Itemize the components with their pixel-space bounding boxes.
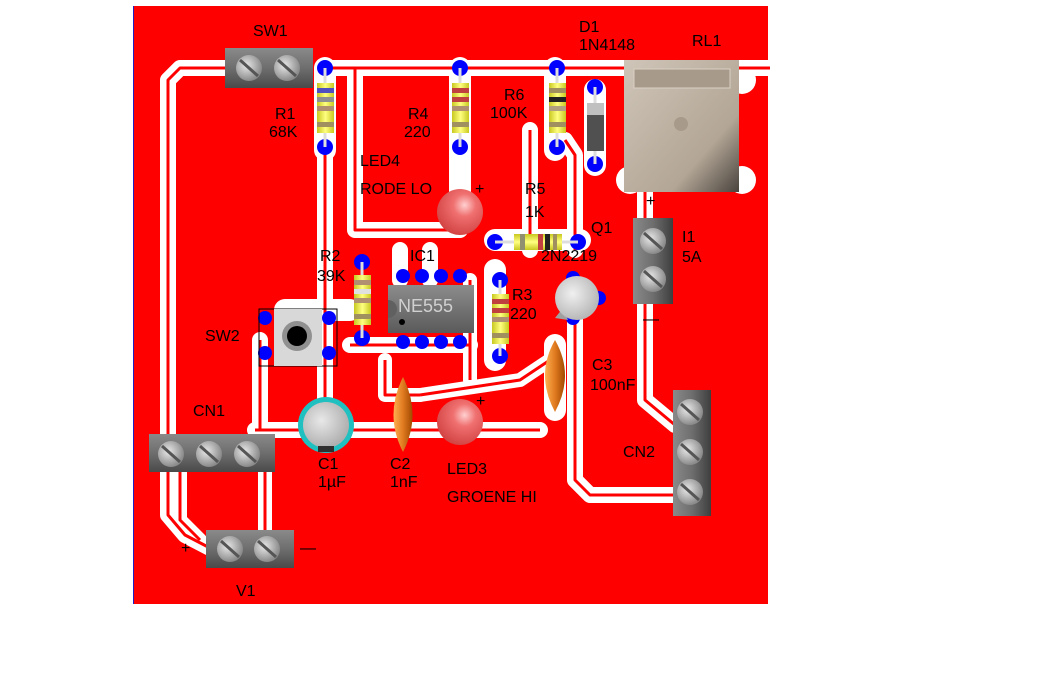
led4-value: RODE LO	[360, 181, 433, 198]
r1-label: R1	[275, 106, 296, 123]
r6-label: R6	[504, 87, 525, 104]
led4-red-led[interactable]	[437, 189, 483, 235]
v1-label: V1	[236, 583, 256, 600]
rl1-label: RL1	[692, 33, 722, 50]
c3-label: C3	[592, 357, 613, 374]
r1-value: 68K	[269, 124, 298, 141]
ic1-ne555-chip[interactable]	[388, 285, 474, 333]
r4-value: 220	[404, 124, 431, 141]
c1-value: 1µF	[318, 474, 346, 491]
led3-label: LED3	[447, 461, 488, 478]
r5-resistor[interactable]	[495, 234, 578, 250]
v1-terminal-block[interactable]	[206, 530, 294, 568]
i1-plus-mark: +	[646, 193, 656, 210]
r4-resistor[interactable]	[452, 68, 469, 147]
cn1-terminal-block[interactable]	[149, 434, 275, 472]
sw1-terminal-block[interactable]	[225, 48, 313, 88]
c1-label: C1	[318, 456, 339, 473]
q1-value: 2N2219	[541, 248, 598, 265]
q1-label: Q1	[591, 220, 613, 237]
q1-transistor[interactable]	[555, 276, 599, 320]
cn2-terminal-block[interactable]	[673, 390, 711, 516]
i1-minus-mark: —	[643, 311, 659, 328]
led3-value: GROENE HI	[447, 489, 537, 506]
r3-value: 220	[510, 306, 537, 323]
c1-electrolytic-capacitor[interactable]	[298, 397, 354, 453]
v1-plus-mark: +	[181, 540, 191, 557]
ic1-value: NE555	[398, 296, 454, 316]
i1-terminal-block[interactable]	[633, 218, 673, 304]
sw1-label: SW1	[253, 23, 288, 40]
d1-label: D1	[579, 19, 600, 36]
c3-ceramic-capacitor[interactable]	[545, 340, 565, 412]
c2-label: C2	[390, 456, 411, 473]
d1-value: 1N4148	[579, 37, 636, 54]
r1-resistor[interactable]	[317, 68, 334, 147]
led3-green-led[interactable]	[437, 399, 483, 445]
v1-minus-mark: —	[300, 540, 316, 557]
r2-label: R2	[320, 248, 341, 265]
rl1-relay[interactable]	[624, 60, 739, 192]
i1-value: 5A	[682, 249, 702, 266]
c2-value: 1nF	[390, 474, 418, 491]
r3-resistor[interactable]	[492, 280, 509, 356]
r2-value: 39K	[317, 268, 346, 285]
ic1-label: IC1	[410, 248, 435, 265]
led4-plus-mark: +	[475, 181, 485, 198]
d1-diode[interactable]	[587, 87, 604, 164]
sw2-push-button[interactable]	[258, 308, 338, 367]
i1-label: I1	[682, 229, 696, 246]
c2-ceramic-capacitor[interactable]	[393, 377, 413, 452]
cn1-label: CN1	[193, 403, 226, 420]
led4-label: LED4	[360, 153, 401, 170]
r3-label: R3	[512, 287, 533, 304]
r6-value: 100K	[490, 105, 528, 122]
cn2-label: CN2	[623, 444, 656, 461]
r2-resistor[interactable]	[354, 262, 371, 338]
c3-value: 100nF	[590, 377, 636, 394]
r5-label: R5	[525, 181, 546, 198]
sw2-label: SW2	[205, 328, 240, 345]
led3-plus-mark: +	[476, 393, 486, 410]
r5-value: 1K	[525, 204, 545, 221]
r6-resistor[interactable]	[549, 68, 566, 147]
r4-label: R4	[408, 106, 429, 123]
